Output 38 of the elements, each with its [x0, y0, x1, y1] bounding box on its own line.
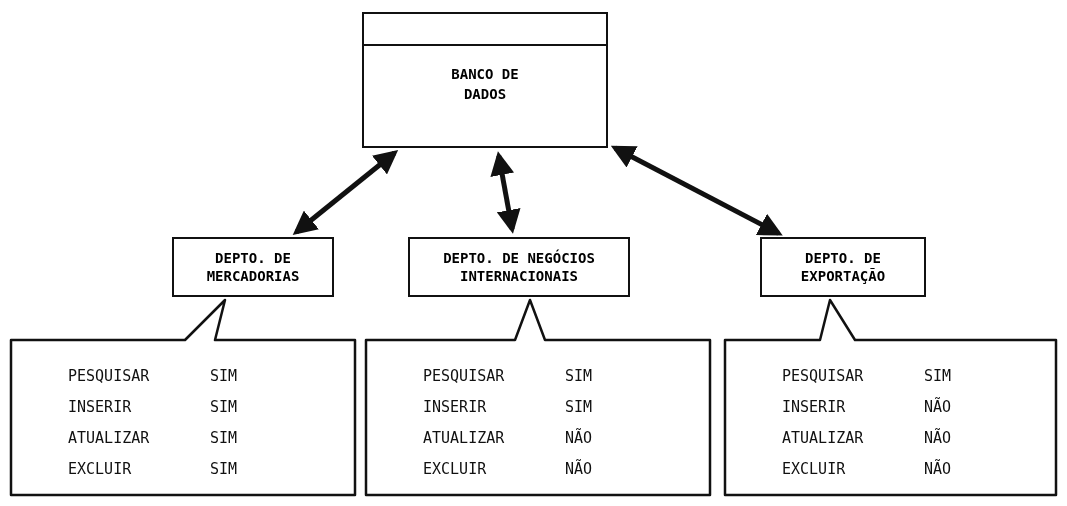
permission-value: NÃO [565, 429, 593, 447]
department-box [172, 237, 334, 297]
permission-value: NÃO [565, 460, 593, 478]
permission-value: SIM [924, 367, 952, 385]
database-box [362, 12, 608, 148]
operation-name: INSERIR [68, 398, 132, 416]
operation-name: PESQUISAR [68, 367, 150, 385]
operation-name: ATUALIZAR [782, 429, 864, 447]
permission-value: NÃO [924, 398, 952, 416]
double-arrow [490, 151, 521, 234]
department-box [408, 237, 630, 297]
permission-value: SIM [210, 429, 238, 447]
operation-name: INSERIR [782, 398, 846, 416]
operation-name: ATUALIZAR [423, 429, 505, 447]
operation-name: INSERIR [423, 398, 487, 416]
department-label: DEPTO. DE EXPORTAÇÃO [799, 248, 887, 286]
operation-name: PESQUISAR [423, 367, 505, 385]
speech-bubble [365, 298, 711, 496]
double-arrow [292, 150, 399, 235]
operation-name: EXCLUIR [423, 460, 487, 478]
double-arrow [610, 145, 783, 236]
permission-value: SIM [210, 398, 238, 416]
department-label: DEPTO. DE NEGÓCIOS INTERNACIONAIS [442, 248, 596, 286]
operation-name: EXCLUIR [782, 460, 846, 478]
operation-name: ATUALIZAR [68, 429, 150, 447]
permission-value: NÃO [924, 429, 952, 447]
permission-value: SIM [210, 367, 238, 385]
permission-value: NÃO [924, 460, 952, 478]
permission-value: SIM [565, 398, 593, 416]
operation-name: PESQUISAR [782, 367, 864, 385]
speech-bubble [724, 298, 1057, 496]
speech-bubble [10, 298, 356, 496]
database-label: BANCO DE DADOS [450, 65, 520, 104]
department-label: DEPTO. DE MERCADORIAS [205, 248, 301, 286]
department-box [760, 237, 926, 297]
operation-name: EXCLUIR [68, 460, 132, 478]
permission-value: SIM [565, 367, 593, 385]
permission-value: SIM [210, 460, 238, 478]
